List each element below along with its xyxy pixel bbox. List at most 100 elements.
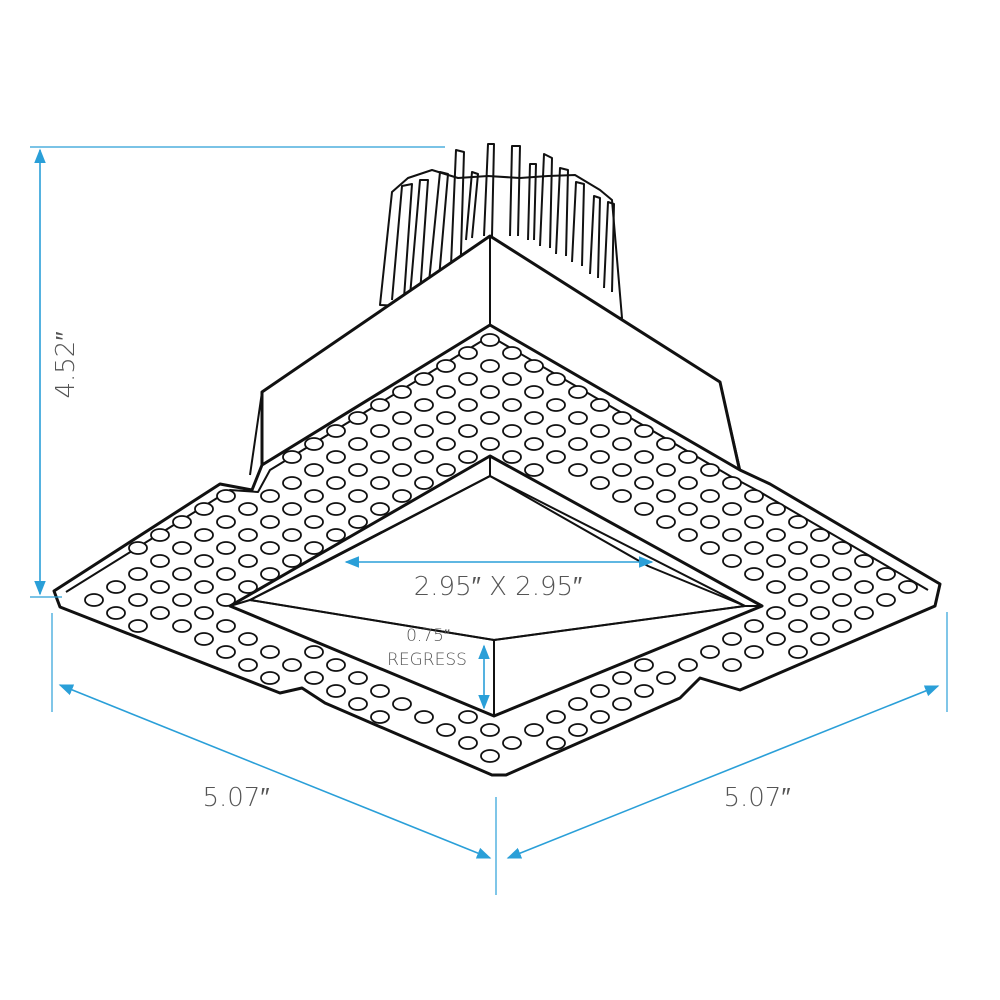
- perforation-hole: [194, 580, 214, 594]
- perforation-hole: [128, 619, 148, 633]
- perforation-hole: [832, 619, 852, 633]
- right-width-dimension: 5.07″: [506, 612, 948, 859]
- perforation-hole: [568, 463, 588, 477]
- perforation-hole: [370, 502, 390, 516]
- perforation-hole: [150, 580, 170, 594]
- perforation-hole: [458, 398, 478, 412]
- heat-sink: [379, 143, 623, 319]
- perforation-hole: [700, 645, 720, 659]
- perforation-hole: [590, 684, 610, 698]
- perforation-hole: [744, 541, 764, 555]
- perforation-hole: [832, 593, 852, 607]
- perforation-hole: [876, 567, 896, 581]
- perforation-hole: [326, 658, 346, 672]
- perforation-hole: [612, 411, 632, 425]
- perforation-hole: [194, 632, 214, 646]
- perforation-hole: [216, 645, 236, 659]
- perforation-hole: [744, 489, 764, 503]
- perforation-hole: [788, 619, 808, 633]
- perforation-hole: [700, 463, 720, 477]
- perforation-hole: [194, 606, 214, 620]
- perforation-hole: [678, 528, 698, 542]
- perforation-hole: [348, 489, 368, 503]
- perforation-hole: [656, 515, 676, 529]
- perforation-hole: [216, 541, 236, 555]
- perforation-hole: [832, 541, 852, 555]
- perforation-hole: [414, 424, 434, 438]
- perforation-hole: [480, 723, 500, 737]
- perforation-hole: [260, 515, 280, 529]
- perforation-hole: [524, 359, 544, 373]
- perforation-hole: [84, 593, 104, 607]
- perforation-hole: [216, 567, 236, 581]
- perforation-hole: [326, 450, 346, 464]
- perforation-hole: [436, 411, 456, 425]
- perforation-hole: [348, 515, 368, 529]
- perforation-hole: [568, 385, 588, 399]
- perforation-hole: [766, 554, 786, 568]
- perforation-hole: [216, 489, 236, 503]
- perforation-hole: [634, 502, 654, 516]
- perforation-hole: [260, 489, 280, 503]
- perforation-hole: [502, 372, 522, 386]
- right-width-label: 5.07″: [723, 783, 790, 813]
- perforation-hole: [436, 723, 456, 737]
- perforation-hole: [304, 541, 324, 555]
- perforation-hole: [612, 697, 632, 711]
- perforation-hole: [722, 632, 742, 646]
- perforation-hole: [590, 710, 610, 724]
- perforation-hole: [722, 476, 742, 490]
- perforation-hole: [832, 567, 852, 581]
- regress-value-label: 0.75″: [406, 626, 450, 646]
- perforation-hole: [678, 450, 698, 464]
- perforation-hole: [546, 450, 566, 464]
- perforation-hole: [392, 437, 412, 451]
- perforation-hole: [480, 749, 500, 763]
- perforation-hole: [392, 697, 412, 711]
- perforation-hole: [722, 502, 742, 516]
- perforation-hole: [634, 476, 654, 490]
- perforation-hole: [458, 450, 478, 464]
- perforation-hole: [788, 541, 808, 555]
- perforation-hole: [282, 528, 302, 542]
- perforation-hole: [436, 385, 456, 399]
- perforation-hole: [348, 437, 368, 451]
- perforation-hole: [744, 515, 764, 529]
- left-width-label: 5.07″: [202, 783, 269, 813]
- perforation-hole: [304, 463, 324, 477]
- perforation-hole: [304, 671, 324, 685]
- perforation-hole: [326, 502, 346, 516]
- perforation-hole: [744, 645, 764, 659]
- perforation-hole: [348, 463, 368, 477]
- perforation-hole: [612, 671, 632, 685]
- perforation-hole: [788, 645, 808, 659]
- perforation-hole: [546, 736, 566, 750]
- perforation-hole: [326, 528, 346, 542]
- perforation-hole: [326, 424, 346, 438]
- perforation-hole: [128, 593, 148, 607]
- perforation-hole: [458, 346, 478, 360]
- perforation-hole: [260, 541, 280, 555]
- perforation-hole: [656, 671, 676, 685]
- perforation-hole: [502, 450, 522, 464]
- perforation-hole: [546, 372, 566, 386]
- perforation-hole: [810, 632, 830, 646]
- perforation-hole: [348, 697, 368, 711]
- perforation-hole: [458, 424, 478, 438]
- perforation-hole: [612, 463, 632, 477]
- perforation-hole: [678, 476, 698, 490]
- perforation-hole: [700, 515, 720, 529]
- perforation-hole: [414, 710, 434, 724]
- perforation-hole: [326, 476, 346, 490]
- perforation-hole: [788, 567, 808, 581]
- perforation-hole: [722, 554, 742, 568]
- perforation-hole: [414, 476, 434, 490]
- perforation-hole: [370, 398, 390, 412]
- perforation-hole: [568, 437, 588, 451]
- aperture-label: 2.95″ X 2.95″: [414, 572, 583, 602]
- perforation-hole: [238, 502, 258, 516]
- perforation-hole: [612, 437, 632, 451]
- perforation-hole: [590, 476, 610, 490]
- perforation-hole: [502, 736, 522, 750]
- perforation-hole: [480, 333, 500, 347]
